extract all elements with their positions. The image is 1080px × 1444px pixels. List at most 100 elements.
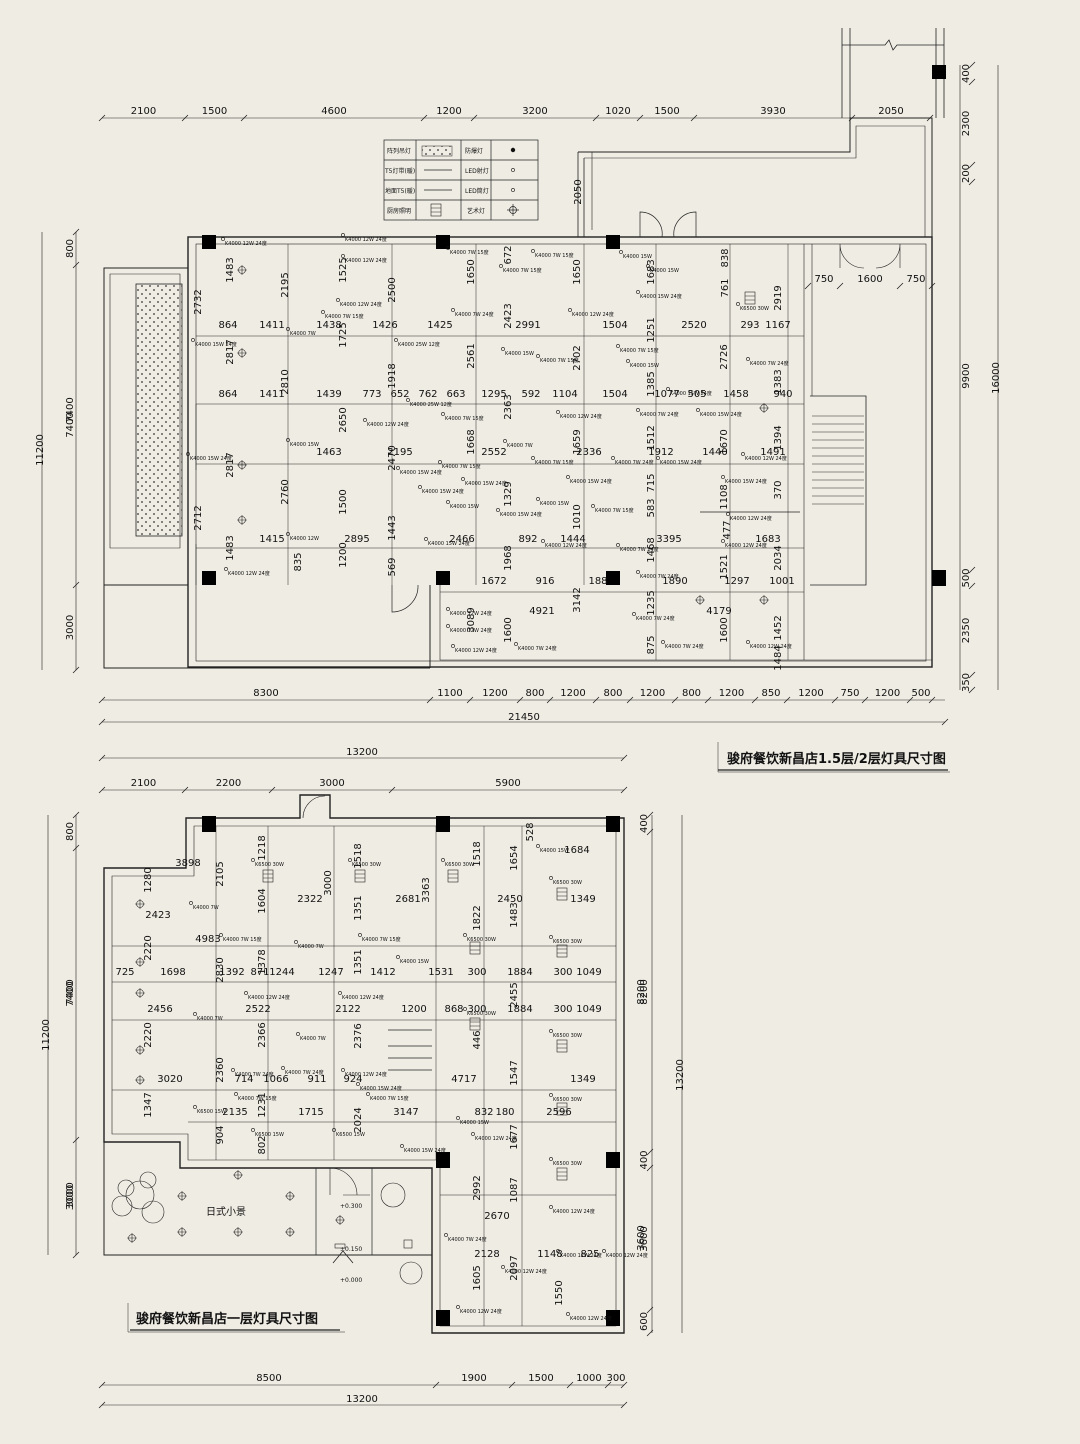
- dimension-text: 3395: [656, 534, 681, 545]
- dimension-text: 1148: [537, 1249, 562, 1260]
- dimension-text: 1463: [316, 447, 341, 458]
- downlight-icon: [471, 1132, 475, 1136]
- dimension-text: 300: [467, 1004, 486, 1015]
- dimension-tick: [98, 754, 106, 762]
- fixture-spec-note: K6500 30W: [553, 880, 582, 886]
- dimension-text: 1244: [269, 967, 294, 978]
- fixture-spec-note: K4000 12W 24度: [505, 1268, 547, 1275]
- dimension-text: 583: [646, 498, 657, 517]
- dimension-text: 1884: [507, 1004, 532, 1015]
- dimension-text: 5900: [495, 778, 520, 789]
- lower-plan-title: 骏府餐饮新昌店一层灯具尺寸图: [136, 1311, 318, 1327]
- dimension-text: 3089: [466, 607, 477, 632]
- dimension-tick: [704, 696, 712, 704]
- dimension-tick: [420, 114, 428, 122]
- fixture-spec-note: K4000 15W 24度: [660, 459, 702, 466]
- dimension-tick: [516, 696, 524, 704]
- downlight-icon: [736, 302, 740, 306]
- dimension-text: 1411: [259, 389, 284, 400]
- dimension-text: 761: [720, 278, 731, 297]
- dimension-text: 911: [307, 1074, 326, 1085]
- downlight-icon: [394, 338, 398, 342]
- dimension-text: 13200: [675, 1059, 686, 1091]
- fixture-spec-note: K4000 7W: [197, 1016, 223, 1022]
- downlight-icon: [219, 933, 223, 937]
- dimension-text: 4179: [706, 606, 731, 617]
- fixture-spec-note: K4000 12W 24度: [340, 301, 382, 308]
- dimension-text: 2220: [143, 935, 154, 960]
- fixture-spec-note: K4000 15W 24度: [570, 478, 612, 485]
- dimension-text: 1100: [437, 688, 462, 699]
- fixture-spec-note: K4000 7W 15度: [445, 415, 484, 422]
- downlight-icon: [499, 264, 503, 268]
- dimension-tick: [941, 718, 949, 726]
- dimension-text: 2726: [719, 344, 730, 369]
- downlight-icon: [511, 188, 515, 192]
- fixture-spec-note: K4000 12W 24度: [345, 257, 387, 264]
- dimension-text: 4600: [321, 106, 346, 117]
- downlight-icon: [566, 475, 570, 479]
- fixture-spec-note: K4000 15W: [290, 442, 319, 448]
- dimension-text: 1504: [602, 389, 627, 400]
- fixture-spec-note: K4000 15W 24度: [195, 341, 237, 348]
- dimension-text: 2520: [681, 320, 706, 331]
- dimension-text: 1295: [481, 389, 506, 400]
- upper-columns: [202, 65, 946, 586]
- dimension-tick: [388, 786, 396, 794]
- downlight-icon: [626, 359, 630, 363]
- dimension-text: 1968: [503, 545, 514, 570]
- downlight-icon: [746, 357, 750, 361]
- downlight-icon: [451, 308, 455, 312]
- dimension-text: 1715: [298, 1107, 323, 1118]
- dimension-tick: [470, 114, 478, 122]
- downlight-icon: [286, 327, 290, 331]
- dimension-text: 2366: [257, 1022, 268, 1047]
- dimension-tick: [928, 282, 936, 290]
- dimension-tick: [646, 1164, 654, 1172]
- legend-label: LED射灯: [465, 167, 489, 175]
- dimension-text: 1440: [702, 447, 727, 458]
- downlight-icon: [661, 640, 665, 644]
- downlight-icon: [549, 1029, 553, 1033]
- dimension-text: 1443: [387, 515, 398, 540]
- downlight-icon: [636, 570, 640, 574]
- downlight-icon: [549, 1093, 553, 1097]
- garden-label: 日式小景: [206, 1205, 246, 1218]
- fixture-spec-note: K4000 15W: [400, 959, 429, 965]
- fixture-spec-note: K6500 30W: [553, 1097, 582, 1103]
- dimension-text: 773: [362, 389, 381, 400]
- dimension-tick: [848, 114, 856, 122]
- dimension-text: 1890: [662, 576, 687, 587]
- downlight-icon: [444, 1233, 448, 1237]
- fixture-spec-note: K6500 30W: [352, 862, 381, 868]
- downlight-icon: [251, 1128, 255, 1132]
- dimension-text: 3147: [393, 1107, 418, 1118]
- fixture-spec-note: K4000 12W 24度: [248, 994, 290, 1001]
- fixture-spec-note: K4000 15W 24度: [465, 480, 507, 487]
- downlight-icon: [496, 508, 500, 512]
- dimension-tick: [604, 1381, 612, 1389]
- level-mark: +0.300: [340, 1203, 362, 1210]
- downlight-icon: [281, 1066, 285, 1070]
- dimension-text: 2670: [484, 1211, 509, 1222]
- dimension-text: 892: [518, 534, 537, 545]
- downlight-icon: [231, 1068, 235, 1072]
- fixture-spec-note: K4000 7W 24度: [636, 615, 675, 622]
- dimension-text: 1251: [646, 317, 657, 342]
- dimension-text: 652: [390, 389, 409, 400]
- dimension-text: 569: [387, 557, 398, 576]
- downlight-icon: [602, 1249, 606, 1253]
- dimension-text: 1822: [472, 905, 483, 930]
- dimension-text: 1525: [338, 257, 349, 282]
- array-lamp-icon: [421, 145, 453, 157]
- dimension-text: 750: [814, 274, 833, 285]
- dimension-text: 11200: [41, 1019, 52, 1051]
- dimension-text: 1683: [755, 534, 780, 545]
- downlight-icon: [336, 298, 340, 302]
- dimension-tick: [646, 828, 654, 836]
- fixture-spec-note: K4000 15W: [540, 501, 569, 507]
- dimension-text: 1349: [570, 894, 595, 905]
- fixture-spec-note: K4000 15W: [540, 848, 569, 854]
- downlight-icon: [446, 624, 450, 628]
- dimension-text: 2423: [145, 910, 170, 921]
